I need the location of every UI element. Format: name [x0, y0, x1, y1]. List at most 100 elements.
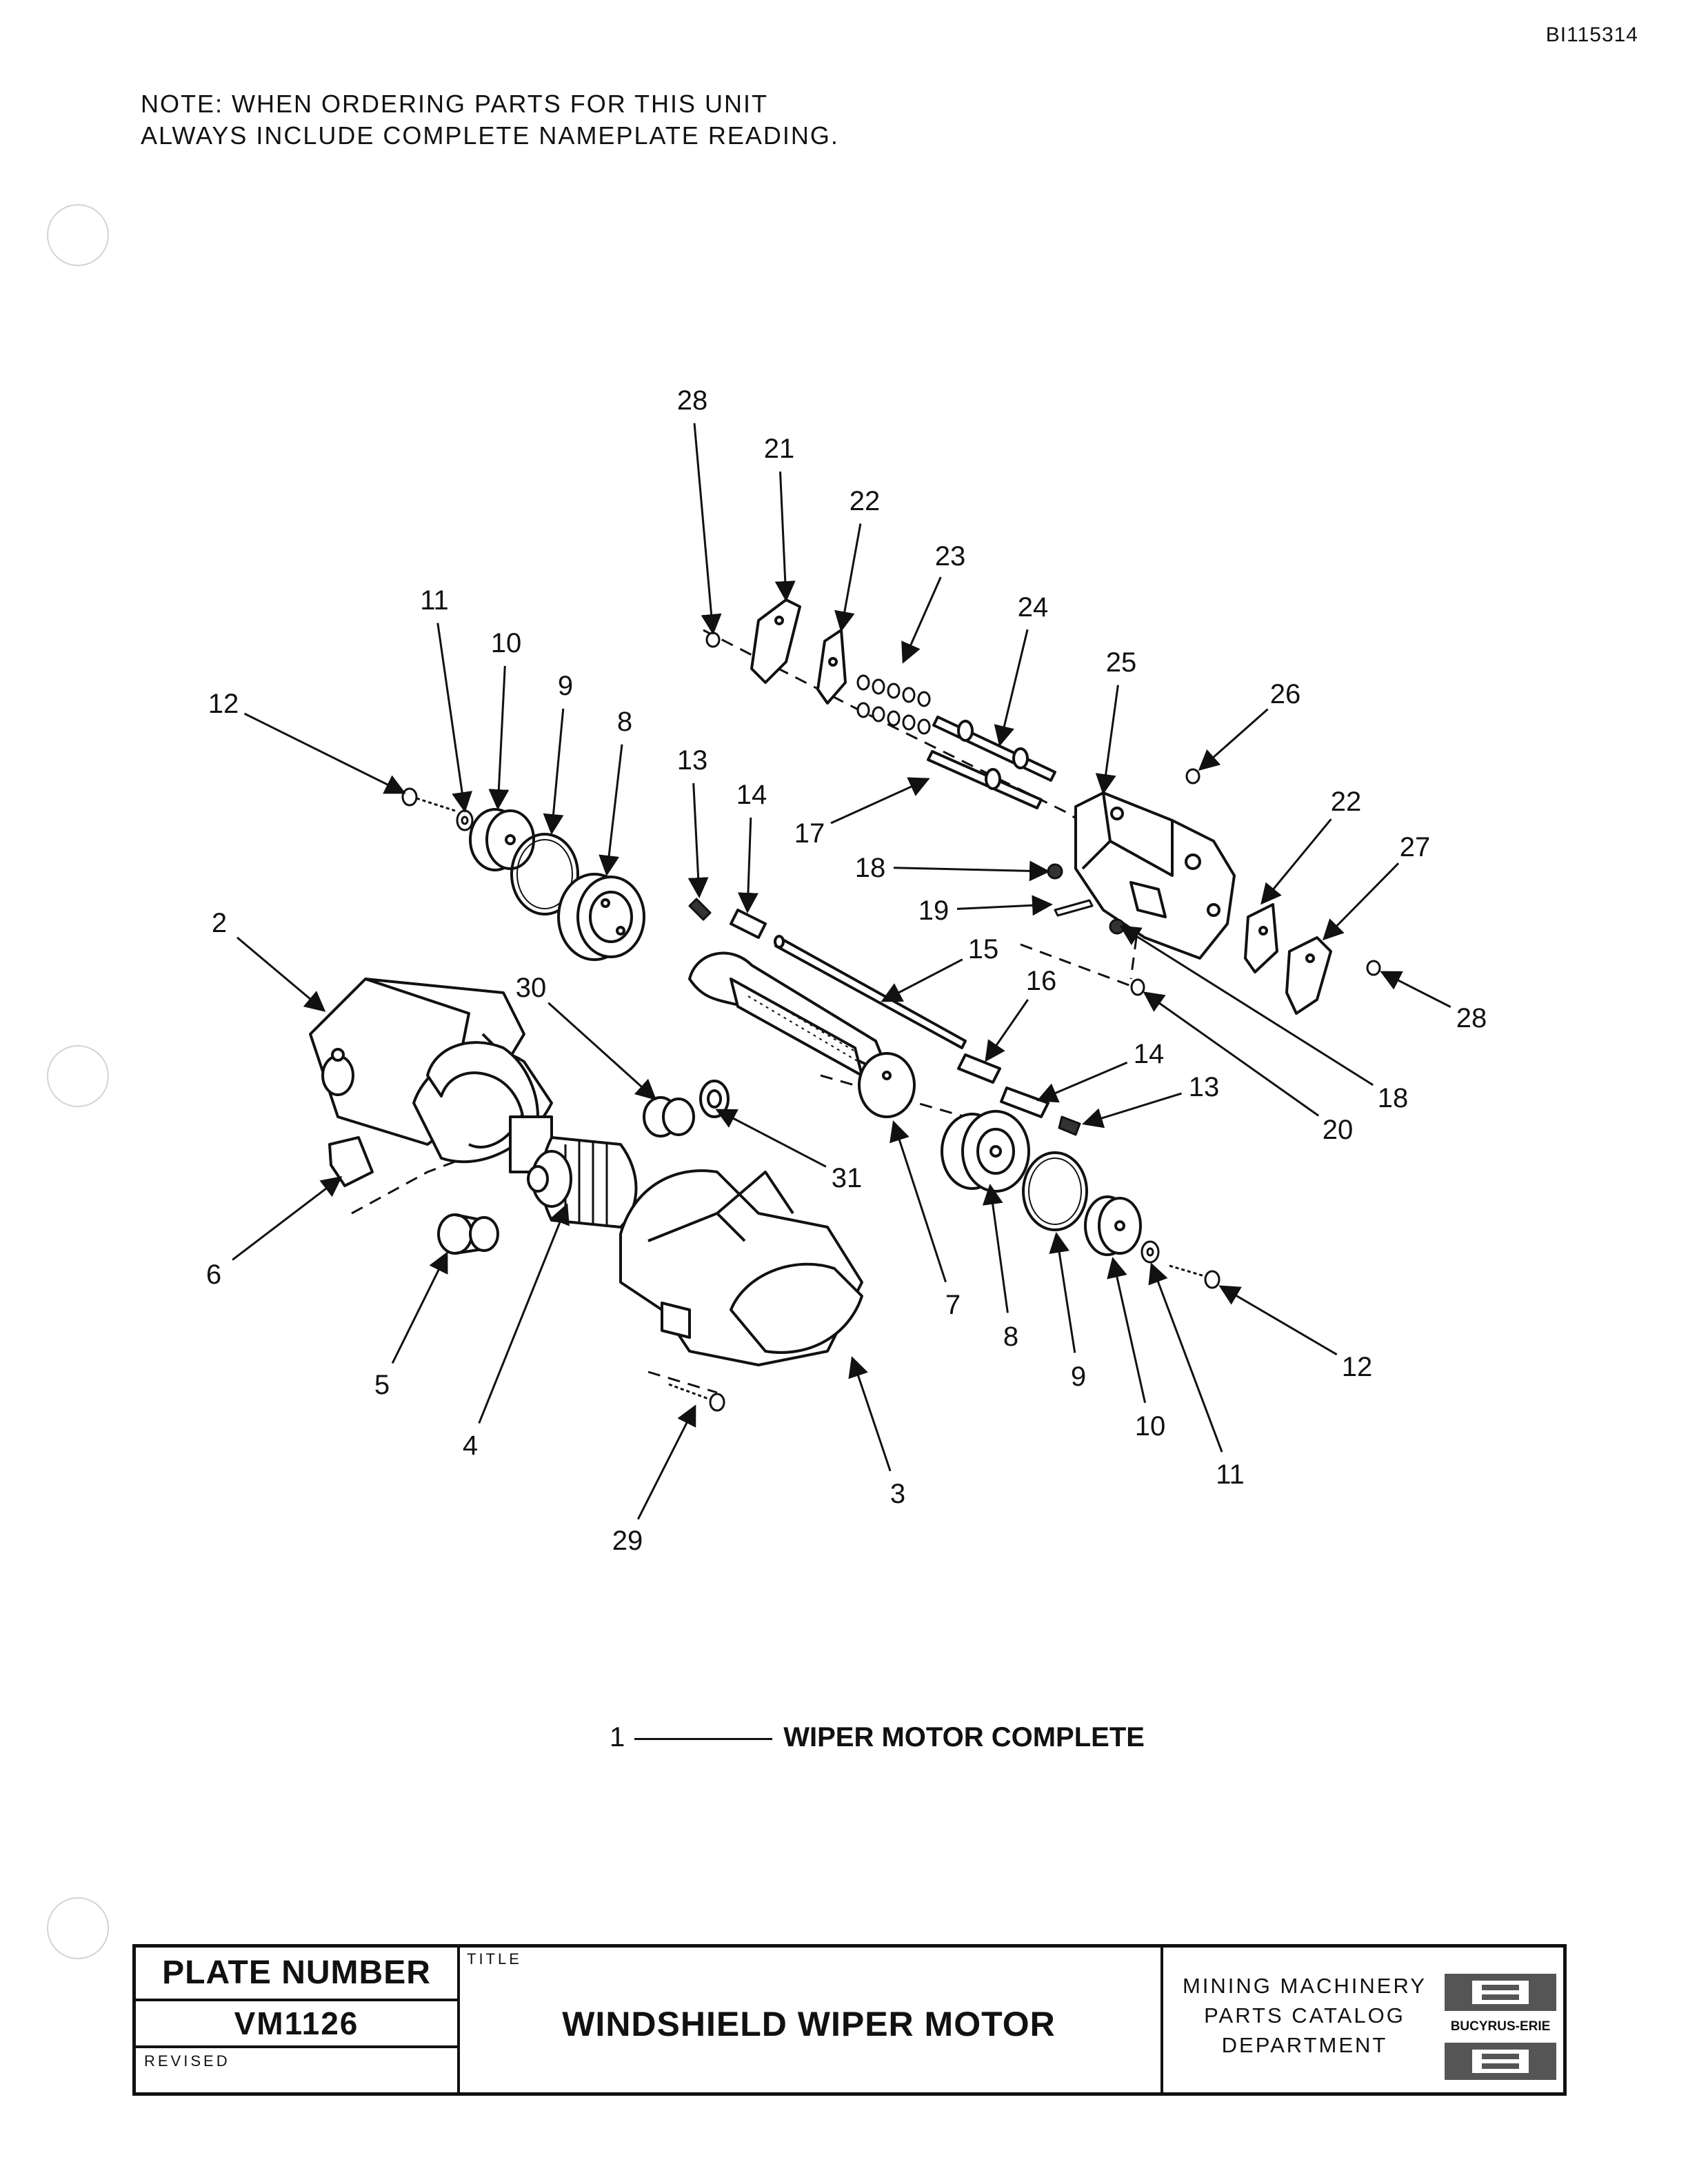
part-9-ring-right	[1022, 1151, 1088, 1231]
title-section: TITLE WINDSHIELD WIPER MOTOR	[457, 1948, 1163, 2092]
title-caption: TITLE	[467, 1950, 522, 1968]
callout-12: 12	[208, 689, 239, 719]
part-24-valve-stem	[932, 716, 1056, 782]
department-text: MINING MACHINERY PARTS CATALOG DEPARTMEN…	[1170, 1971, 1439, 2060]
callout-8: 8	[1003, 1322, 1018, 1352]
callout-24: 24	[1018, 592, 1049, 623]
part-26-screw	[1185, 768, 1200, 785]
callout-28: 28	[677, 385, 708, 416]
legend-label: WIPER MOTOR COMPLETE	[783, 1722, 1145, 1752]
leader-21	[774, 471, 796, 602]
part-14-pin-right	[1000, 1086, 1049, 1118]
callout-14: 14	[736, 780, 767, 810]
callout-13: 13	[677, 745, 708, 776]
callout-20: 20	[1323, 1115, 1354, 1145]
part-17-valve-stem	[927, 750, 1043, 809]
callout-7: 7	[945, 1290, 961, 1320]
leader-18	[1119, 925, 1374, 1086]
leader-9	[543, 708, 565, 835]
callout-16: 16	[1026, 966, 1057, 996]
callout-29: 29	[612, 1526, 643, 1556]
leader-8	[599, 744, 623, 876]
callout-numbers: 2821222324252611109812131417182227192153…	[206, 385, 1487, 1556]
part-12-screw-right	[1169, 1264, 1220, 1289]
callout-22: 22	[1331, 787, 1362, 817]
callout-27: 27	[1400, 832, 1431, 862]
leader-23	[901, 576, 942, 664]
parts-drawing	[309, 598, 1381, 1412]
part-30-bushing	[643, 1096, 695, 1138]
leader-2	[237, 936, 326, 1012]
leader-24	[994, 629, 1029, 747]
callout-17: 17	[794, 818, 825, 849]
part-10-hub-right	[1084, 1195, 1142, 1256]
leader-29	[636, 1404, 696, 1520]
callout-10: 10	[1135, 1411, 1166, 1442]
legend-number: 1	[610, 1722, 625, 1752]
leader-5	[391, 1251, 448, 1364]
department-section: MINING MACHINERY PARTS CATALOG DEPARTMEN…	[1160, 1948, 1563, 2092]
part-10-hub-left	[469, 808, 535, 871]
leader-11	[436, 623, 472, 813]
callout-23: 23	[935, 541, 966, 572]
punch-hole-bottom	[47, 1897, 109, 1959]
callout-14: 14	[1134, 1039, 1165, 1069]
department-line-2: PARTS CATALOG	[1204, 2003, 1405, 2028]
callout-8: 8	[617, 707, 632, 737]
leader-11	[1148, 1262, 1223, 1453]
legend: 1 WIPER MOTOR COMPLETE	[610, 1722, 1145, 1753]
callout-13: 13	[1189, 1072, 1220, 1102]
punch-hole-top	[47, 204, 109, 266]
part-23-seal-set	[856, 674, 931, 735]
part-19-pin	[1054, 899, 1094, 917]
leader-12	[1218, 1285, 1338, 1356]
department-line-1: MINING MACHINERY	[1182, 1974, 1427, 1998]
callout-5: 5	[374, 1370, 390, 1400]
part-11-washer-left	[456, 809, 474, 831]
legend-rule	[634, 1737, 773, 1740]
part-28-screw-right	[1366, 960, 1381, 976]
leader-27	[1322, 862, 1400, 941]
drawing-title: WINDSHIELD WIPER MOTOR	[562, 2005, 1056, 2043]
leader-19	[956, 895, 1053, 916]
leader-3	[848, 1356, 892, 1472]
part-15-rod	[774, 935, 967, 1049]
part-8-cap-left	[557, 873, 645, 961]
part-12-screw-left	[401, 787, 456, 812]
callout-28: 28	[1456, 1003, 1487, 1033]
document-id: BI115314	[1545, 23, 1638, 46]
department-line-3: DEPARTMENT	[1221, 2033, 1388, 2057]
callout-2: 2	[212, 908, 227, 938]
part-14-pin-left	[730, 909, 767, 939]
plate-section: PLATE NUMBER VM1126 REVISED	[136, 1948, 460, 2092]
part-5-bushing	[437, 1213, 499, 1255]
callout-22: 22	[850, 486, 881, 516]
callout-31: 31	[832, 1163, 863, 1193]
part-22-gasket-left	[816, 629, 847, 705]
callout-4: 4	[463, 1430, 478, 1461]
callout-21: 21	[764, 434, 795, 464]
leader-17	[830, 777, 930, 825]
leader-26	[1198, 708, 1269, 771]
company-logo-top	[1445, 1974, 1556, 2011]
logo-mark-icon	[1472, 1981, 1529, 2004]
leader-31	[715, 1109, 827, 1168]
part-16-pin	[957, 1053, 1001, 1084]
leader-18	[893, 860, 1050, 882]
callout-15: 15	[968, 934, 999, 964]
callout-18: 18	[1378, 1083, 1409, 1113]
callout-9: 9	[558, 671, 573, 701]
leader-15	[881, 958, 963, 1002]
callout-19: 19	[918, 896, 950, 926]
part-11-washer-right	[1141, 1240, 1160, 1264]
part-29-screw	[668, 1383, 725, 1412]
leader-14	[1036, 1061, 1128, 1103]
part-18-ball-upper	[1047, 863, 1063, 880]
leader-16	[985, 999, 1029, 1062]
leader-12	[243, 712, 406, 794]
part-6-brush-holder	[328, 1136, 374, 1187]
leader-7	[890, 1120, 947, 1283]
callout-12: 12	[1342, 1352, 1373, 1382]
revised-label: REVISED	[144, 2052, 230, 2070]
